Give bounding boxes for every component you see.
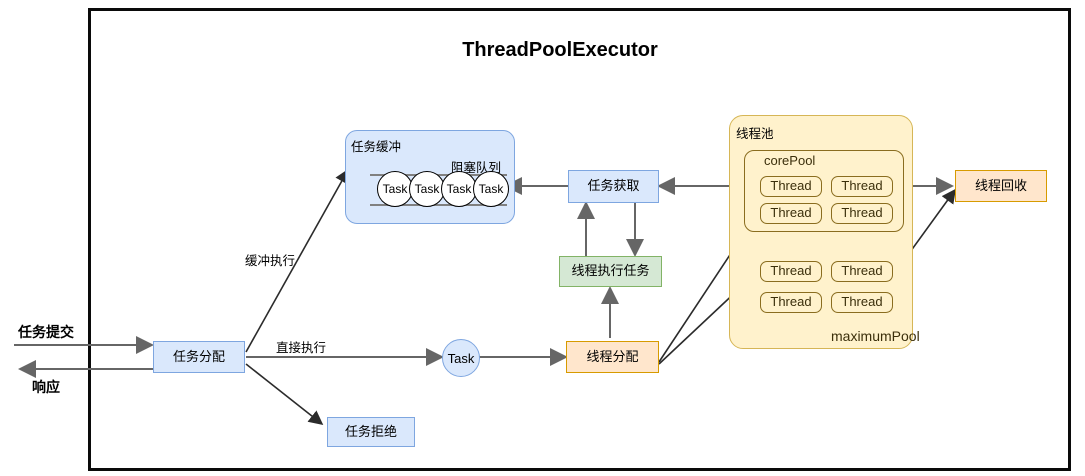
queue-task-1: Task (377, 171, 413, 207)
node-task-reject[interactable]: 任务拒绝 (327, 417, 415, 447)
max-thread-3: Thread (760, 292, 822, 313)
response-label: 响应 (32, 379, 60, 395)
thread-pool-title: 线程池 (736, 127, 774, 141)
edge-label-direct: 直接执行 (276, 341, 327, 355)
queue-task-3: Task (441, 171, 477, 207)
submit-label: 任务提交 (18, 324, 74, 340)
core-thread-1: Thread (760, 176, 822, 197)
edge-reject (245, 363, 324, 425)
core-thread-4: Thread (831, 203, 893, 224)
edge-label-buffered: 缓冲执行 (245, 254, 296, 268)
max-thread-2: Thread (831, 261, 893, 282)
node-task-dispatch[interactable]: 任务分配 (153, 341, 245, 373)
diagram-title: ThreadPoolExecutor (462, 38, 658, 61)
maximum-pool-label: maximumPool (831, 328, 920, 344)
node-thread-recycle[interactable]: 线程回收 (955, 170, 1047, 202)
node-task-fetch[interactable]: 任务获取 (568, 170, 659, 203)
core-pool-label: corePool (764, 153, 816, 168)
core-thread-3: Thread (760, 203, 822, 224)
max-thread-1: Thread (760, 261, 822, 282)
core-thread-2: Thread (831, 176, 893, 197)
edge-buffered-exec (245, 168, 349, 353)
node-thread-alloc[interactable]: 线程分配 (566, 341, 659, 373)
queue-task-2: Task (409, 171, 445, 207)
max-thread-4: Thread (831, 292, 893, 313)
task-buffer-title: 任务缓冲 (351, 140, 402, 154)
queue-task-4: Task (473, 171, 509, 207)
node-thread-exec[interactable]: 线程执行任务 (559, 256, 662, 287)
node-task-circle: Task (442, 339, 480, 377)
diagram-frame (88, 8, 1071, 471)
queue-line-bottom (370, 204, 507, 206)
